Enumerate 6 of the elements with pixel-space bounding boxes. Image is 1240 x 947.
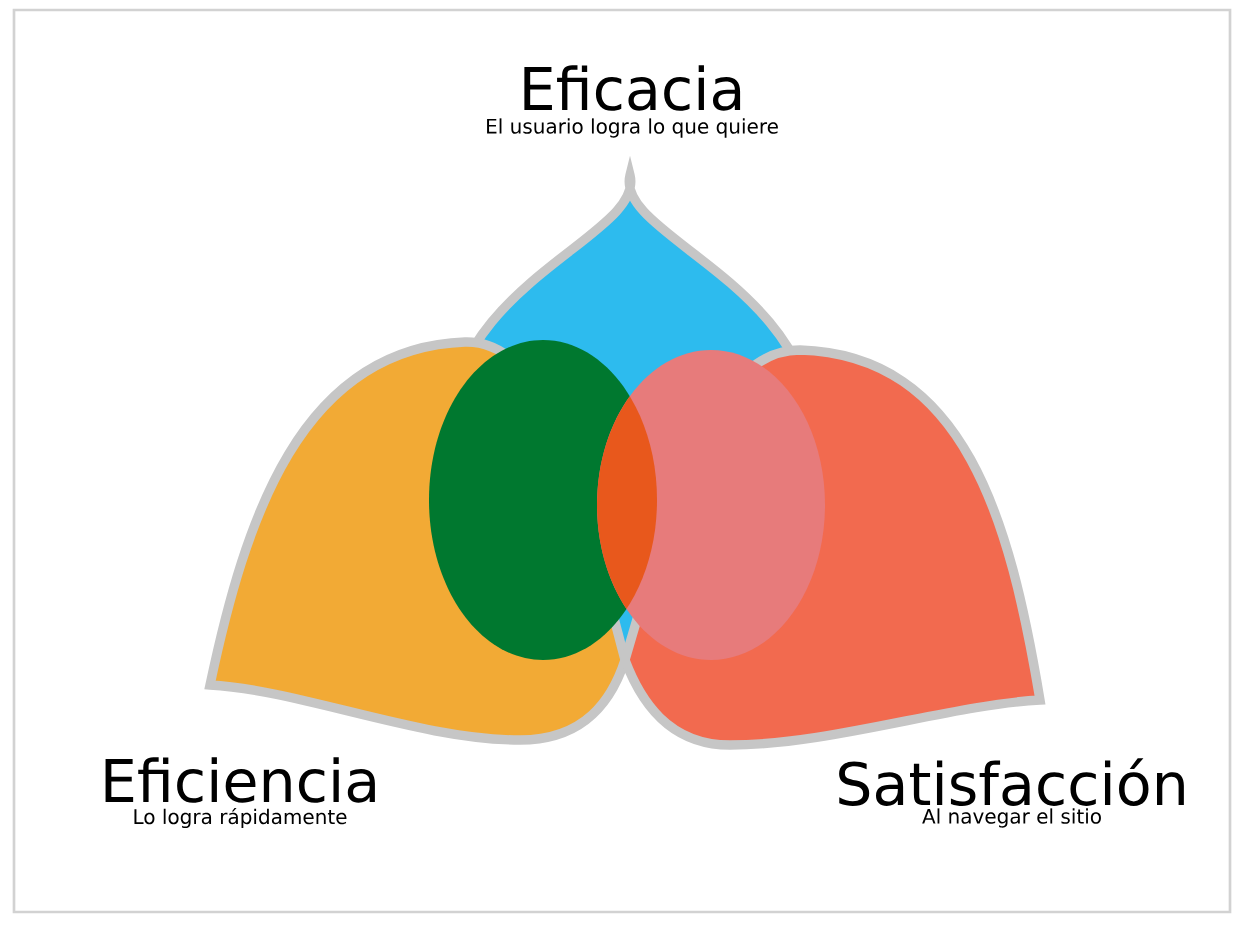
petal-subtitle: El usuario logra lo que quiere bbox=[487, 118, 778, 138]
petal-subtitle: Lo logra rápidamente bbox=[134, 807, 347, 829]
petal-title: Eficacia bbox=[524, 65, 741, 111]
petal-title: Satisfacción bbox=[839, 758, 1184, 806]
petal-subtitle: Al navegar el sitio bbox=[922, 808, 1101, 828]
petal-title: Eficiencia bbox=[105, 757, 375, 803]
